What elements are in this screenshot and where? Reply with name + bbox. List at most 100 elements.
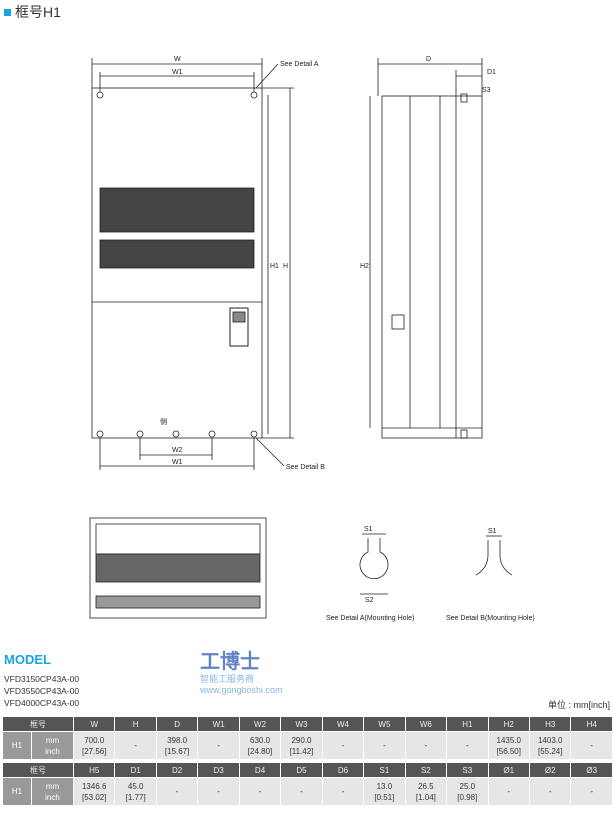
table-cell: - (281, 778, 322, 805)
cell-inch: [11.42] (289, 746, 314, 756)
column-header: D5 (281, 763, 322, 777)
column-header: 框号 (3, 763, 73, 777)
watermark-name: 工博士 (200, 651, 260, 673)
cell-mm: - (175, 787, 179, 796)
cell-mm: 26.5 (418, 781, 434, 791)
side-mark: 侧 (160, 417, 167, 426)
column-header: W5 (364, 717, 405, 731)
frame-title: 框号H1 (4, 2, 61, 22)
cell-mm: 1346.6 (81, 781, 107, 791)
table-cell: 1435.0[56.50] (488, 732, 529, 759)
detail-a-caption: See Detail A(Mounting Hole) (326, 615, 414, 622)
cell-mm: - (590, 741, 594, 750)
table-cell: - (322, 778, 364, 805)
bullet-icon (4, 8, 11, 16)
cell-mm: 25.0 (459, 781, 476, 791)
column-header: H (115, 717, 156, 731)
dimension-drawing: W W1 See Detail A H1 H W2 W1 See Detail … (89, 56, 535, 622)
cell-mm: 1435.0 (496, 735, 521, 745)
table-cell: - (322, 732, 364, 759)
table-cell: 26.5[1.04] (405, 778, 447, 805)
table-cell: 1403.0[55.24] (529, 732, 571, 759)
column-header: W3 (281, 717, 322, 731)
table-cell: - (529, 778, 571, 805)
column-header: Ø1 (488, 763, 529, 777)
column-header: H5 (74, 763, 115, 777)
model-item: VFD3150CP43A-00 (4, 674, 80, 684)
column-header: Ø2 (529, 763, 571, 777)
cell-inch: [1.04] (415, 792, 436, 802)
cell-inch: [1.77] (125, 792, 146, 802)
column-header: 框号 (3, 717, 73, 731)
cell-mm: - (300, 787, 303, 796)
table-cell: - (571, 778, 612, 805)
cell-mm: 1403.0 (537, 735, 563, 745)
table-cell: 45.0[1.77] (115, 778, 156, 805)
detail-b-label: See Detail B (286, 464, 325, 471)
cell-mm: - (217, 741, 220, 750)
cell-mm: - (383, 741, 386, 750)
cell-mm: 700.0 (84, 735, 105, 745)
cell-mm: 45.0 (127, 781, 144, 791)
dim-w1: W1 (172, 69, 183, 76)
cell-inch: [56.50] (496, 746, 521, 756)
table-cell: - (571, 732, 612, 759)
dim-h1: H1 (270, 263, 279, 270)
column-header: W4 (322, 717, 364, 731)
table-cell: - (239, 778, 281, 805)
dim-w2: W2 (172, 447, 183, 454)
column-header: Ø3 (571, 763, 612, 777)
model-list: VFD3150CP43A-00 VFD3550CP43A-00 VFD4000C… (4, 673, 79, 709)
dim-d: D (426, 56, 431, 63)
cell-mm: 13.0 (376, 781, 393, 791)
cell-inch: [0.98] (457, 792, 478, 802)
column-header: W1 (198, 717, 239, 731)
column-header: H1 (447, 717, 488, 731)
column-header: W2 (239, 717, 281, 731)
table-cell: - (198, 778, 239, 805)
column-header: D1 (115, 763, 156, 777)
cell-mm: - (341, 787, 345, 796)
column-header: S3 (447, 763, 488, 777)
column-header: D2 (156, 763, 198, 777)
detail-a-label: See Detail A (280, 61, 319, 68)
cell-mm: - (341, 741, 345, 750)
detail-b-caption: See Detail B(Mounting Hole) (446, 615, 535, 622)
model-item: VFD4000CP43A-00 (4, 698, 80, 708)
cell-mm: - (507, 787, 511, 796)
column-header: D (156, 717, 198, 731)
unit-inch: inch (45, 746, 60, 756)
cell-mm: 398.0 (167, 735, 188, 745)
table-cell: 398.0[15.67] (156, 732, 198, 759)
cell-mm: 290.0 (291, 735, 312, 745)
model-item: VFD3550CP43A-00 (4, 686, 80, 696)
dim-h2: H2 (360, 263, 369, 270)
column-header: W6 (405, 717, 447, 731)
dim-s1-b: S1 (488, 528, 497, 535)
frame-cell: H1 (3, 732, 31, 759)
column-header: S2 (405, 763, 447, 777)
column-header: D3 (198, 763, 239, 777)
cell-inch: [0.51] (374, 792, 395, 802)
column-header: W (74, 717, 115, 731)
cell-inch: [24.80] (247, 746, 273, 756)
cell-inch: [27.56] (81, 746, 107, 756)
cell-mm: - (134, 741, 138, 750)
bottom-view (89, 517, 267, 619)
dim-d1: D1 (487, 69, 496, 76)
table-cell: 290.0[11.42] (281, 732, 322, 759)
cell-mm: - (590, 787, 594, 796)
cell-mm: - (258, 787, 262, 796)
frame-cell: H1 (3, 778, 31, 805)
table-cell: 700.0[27.56] (74, 732, 115, 759)
column-header: D4 (239, 763, 281, 777)
table-cell: - (447, 732, 488, 759)
column-header: D6 (322, 763, 364, 777)
side-view: D D1 S3 H2 (360, 56, 496, 439)
dim-w: W (174, 56, 181, 63)
